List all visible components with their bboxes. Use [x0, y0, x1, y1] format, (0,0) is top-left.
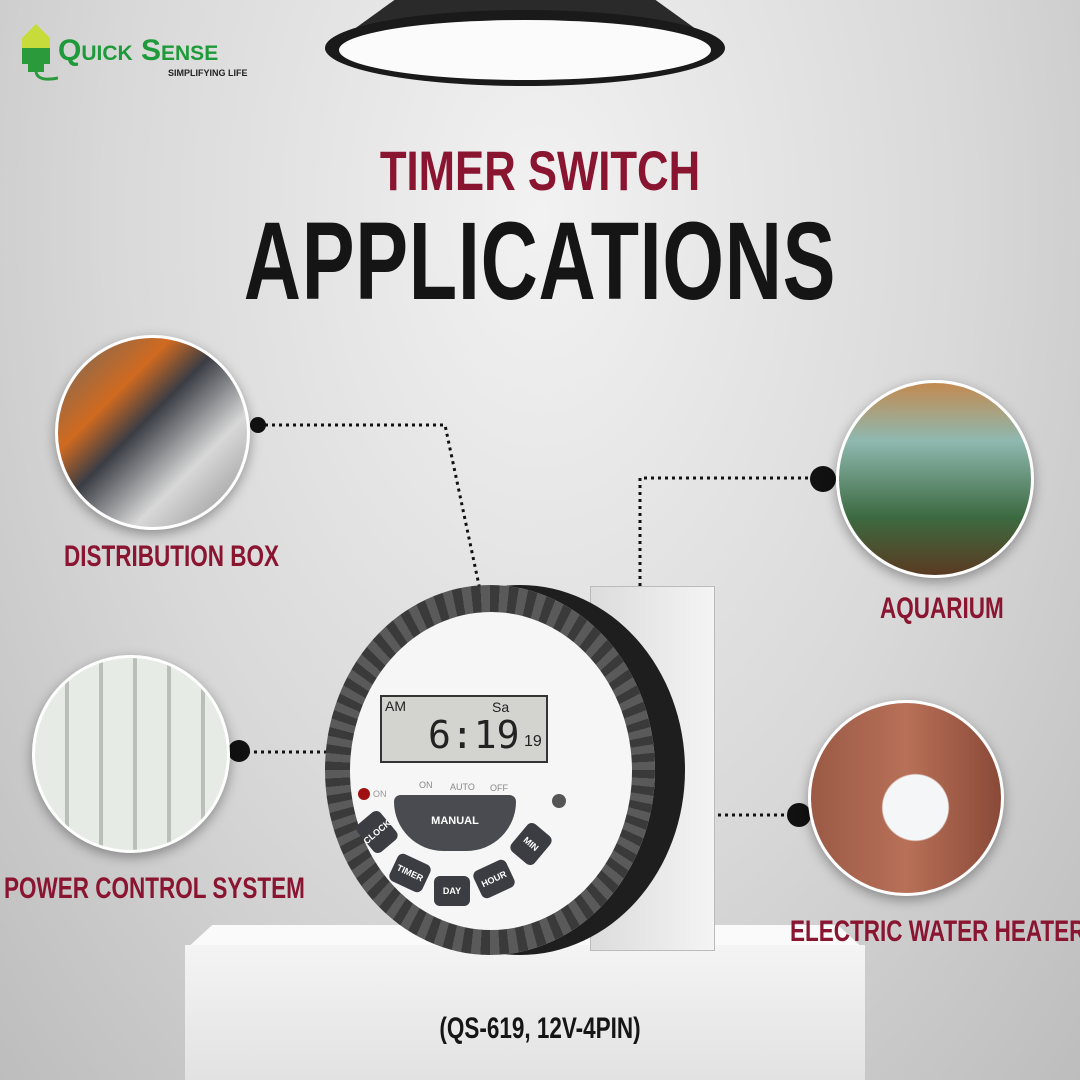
mode-on: ON	[419, 780, 433, 790]
day-button[interactable]: DAY	[434, 876, 470, 906]
label-distribution-box: DISTRIBUTION BOX	[64, 540, 280, 573]
distribution-box-image	[55, 335, 250, 530]
title-line2: APPLICATIONS	[243, 200, 837, 323]
label-power-control-system: POWER CONTROL SYSTEM	[4, 872, 305, 905]
lcd-display: AM Sa 6:19 19	[380, 695, 548, 763]
on-indicator-label: ON	[373, 789, 387, 799]
manual-label: MANUAL	[431, 815, 479, 827]
pendant-lamp	[325, 0, 725, 86]
connector-dot	[810, 466, 836, 492]
clock-label: CLOCK	[361, 817, 393, 847]
water-heater-image	[808, 700, 1004, 896]
mode-auto: AUTO	[450, 782, 475, 792]
brand-logo: Quick Sense SIMPLIFYING LIFE	[18, 20, 268, 81]
label-electric-water-heater: ELECTRIC WATER HEATER	[790, 915, 1080, 948]
mode-off: OFF	[490, 783, 508, 793]
hour-label: HOUR	[479, 868, 509, 890]
lcd-time: 6:19	[428, 713, 520, 757]
brand-name: Quick Sense	[58, 34, 219, 67]
timer-switch-device: AM Sa 6:19 19 ON ON AUTO OFF MANUAL CLOC…	[320, 580, 720, 960]
connector-dot	[250, 417, 266, 433]
lcd-day: Sa	[492, 699, 510, 715]
lcd-seconds: 19	[524, 733, 542, 750]
title-line1: TIMER SWITCH	[379, 139, 701, 202]
connector-dot	[228, 740, 250, 762]
timer-label: TIMER	[395, 862, 425, 884]
power-control-image	[32, 655, 230, 853]
reset-button[interactable]	[552, 794, 566, 808]
min-label: MIN	[521, 834, 541, 854]
model-text: (QS-619, 12V-4PIN)	[439, 1012, 641, 1045]
lcd-ampm: AM	[385, 698, 406, 714]
pedestal	[185, 945, 865, 1080]
label-aquarium: AQUARIUM	[880, 592, 1004, 625]
on-indicator-led	[358, 788, 370, 800]
plug-icon	[22, 24, 58, 81]
brand-tagline: SIMPLIFYING LIFE	[168, 68, 248, 78]
connector-dot	[787, 803, 811, 827]
day-label: DAY	[442, 886, 462, 896]
aquarium-image	[836, 380, 1034, 578]
